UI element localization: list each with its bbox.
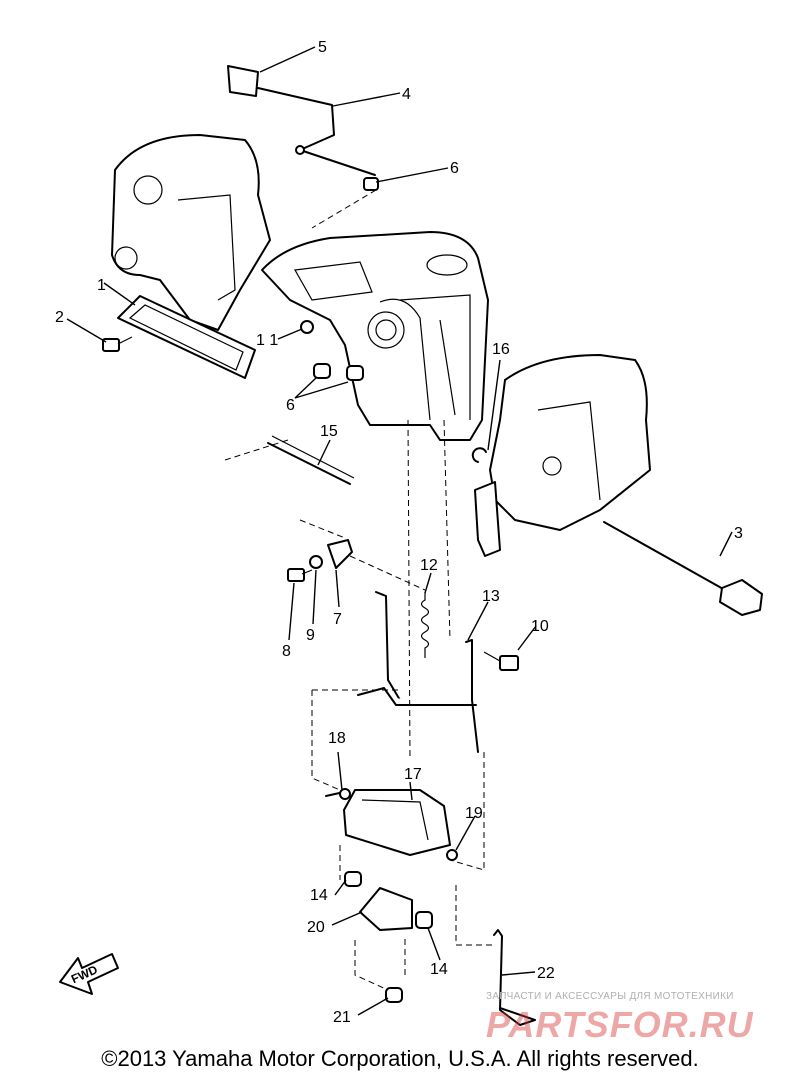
- bracket-17: [343, 789, 451, 856]
- callout-labels: 5 4 6 1 2 1 1 6 16 15 3 12 7 9 8 13 10 1…: [55, 39, 743, 1026]
- left-clamp-bracket: [111, 134, 271, 331]
- assembly-lines: [224, 189, 494, 991]
- callout-10: 10: [531, 618, 549, 635]
- tilt-rod-3: [603, 521, 763, 616]
- parts-diagram: FWD 5 4 6 1 2 1 1 6 16 15 3 12 7 9 8 13 …: [55, 39, 763, 1026]
- watermark-tagline: ЗАПЧАСТИ И АКСЕССУАРЫ ДЛЯ МОТОТЕХНИКИ: [486, 991, 734, 1002]
- shaft-15: [267, 435, 355, 485]
- clip-19: [446, 849, 458, 861]
- callout-7: 7: [333, 611, 342, 628]
- callout-3: 3: [734, 525, 743, 542]
- callout-22: 22: [537, 965, 555, 982]
- bolt-8: [287, 568, 313, 582]
- washer-9: [309, 555, 323, 569]
- wire-rod-22: [493, 929, 536, 1026]
- clip-18: [325, 788, 351, 800]
- bushing-6a: [363, 177, 379, 191]
- callout-6a: 6: [450, 160, 459, 177]
- washer-11: [300, 320, 314, 334]
- callout-21: 21: [333, 1009, 351, 1026]
- callout-2: 2: [55, 309, 64, 326]
- tilt-lever-4: [257, 87, 376, 176]
- callout-8: 8: [282, 643, 291, 660]
- copyright-notice: ©2013 Yamaha Motor Corporation, U.S.A. A…: [101, 1046, 699, 1071]
- collar-21: [385, 987, 403, 1003]
- callout-14b: 14: [430, 961, 448, 978]
- bolt-10: [483, 651, 519, 671]
- callout-19: 19: [465, 805, 483, 822]
- callout-18: 18: [328, 730, 346, 747]
- fwd-arrow: FWD: [59, 953, 119, 995]
- collar-14b: [415, 911, 433, 929]
- swivel-bracket: [261, 231, 489, 441]
- callout-5: 5: [318, 39, 327, 56]
- callout-14a: 14: [310, 887, 328, 904]
- callout-16: 16: [492, 341, 510, 358]
- collar-14a: [344, 871, 362, 887]
- callout-15: 15: [320, 423, 338, 440]
- callout-17: 17: [404, 766, 422, 783]
- circlip-16: [471, 447, 487, 463]
- callout-9: 9: [306, 627, 315, 644]
- callout-12: 12: [420, 557, 438, 574]
- right-clamp-bracket: [474, 354, 651, 557]
- callout-11: 1 1: [256, 332, 278, 349]
- spring-12: [420, 592, 430, 658]
- cam-7: [327, 539, 353, 569]
- callout-20: 20: [307, 919, 325, 936]
- plate-20: [359, 887, 413, 931]
- callout-13: 13: [482, 588, 500, 605]
- bolt-2: [102, 336, 133, 352]
- callout-4: 4: [402, 86, 411, 103]
- watermark-logo: PARTSFOR.RU: [486, 1004, 754, 1045]
- bushings-6b: [313, 363, 364, 381]
- leader-lines: [66, 46, 733, 1016]
- link-lever-13: [357, 591, 479, 753]
- grip-5: [227, 65, 259, 97]
- callout-6b: 6: [286, 397, 295, 414]
- callout-1: 1: [97, 277, 106, 294]
